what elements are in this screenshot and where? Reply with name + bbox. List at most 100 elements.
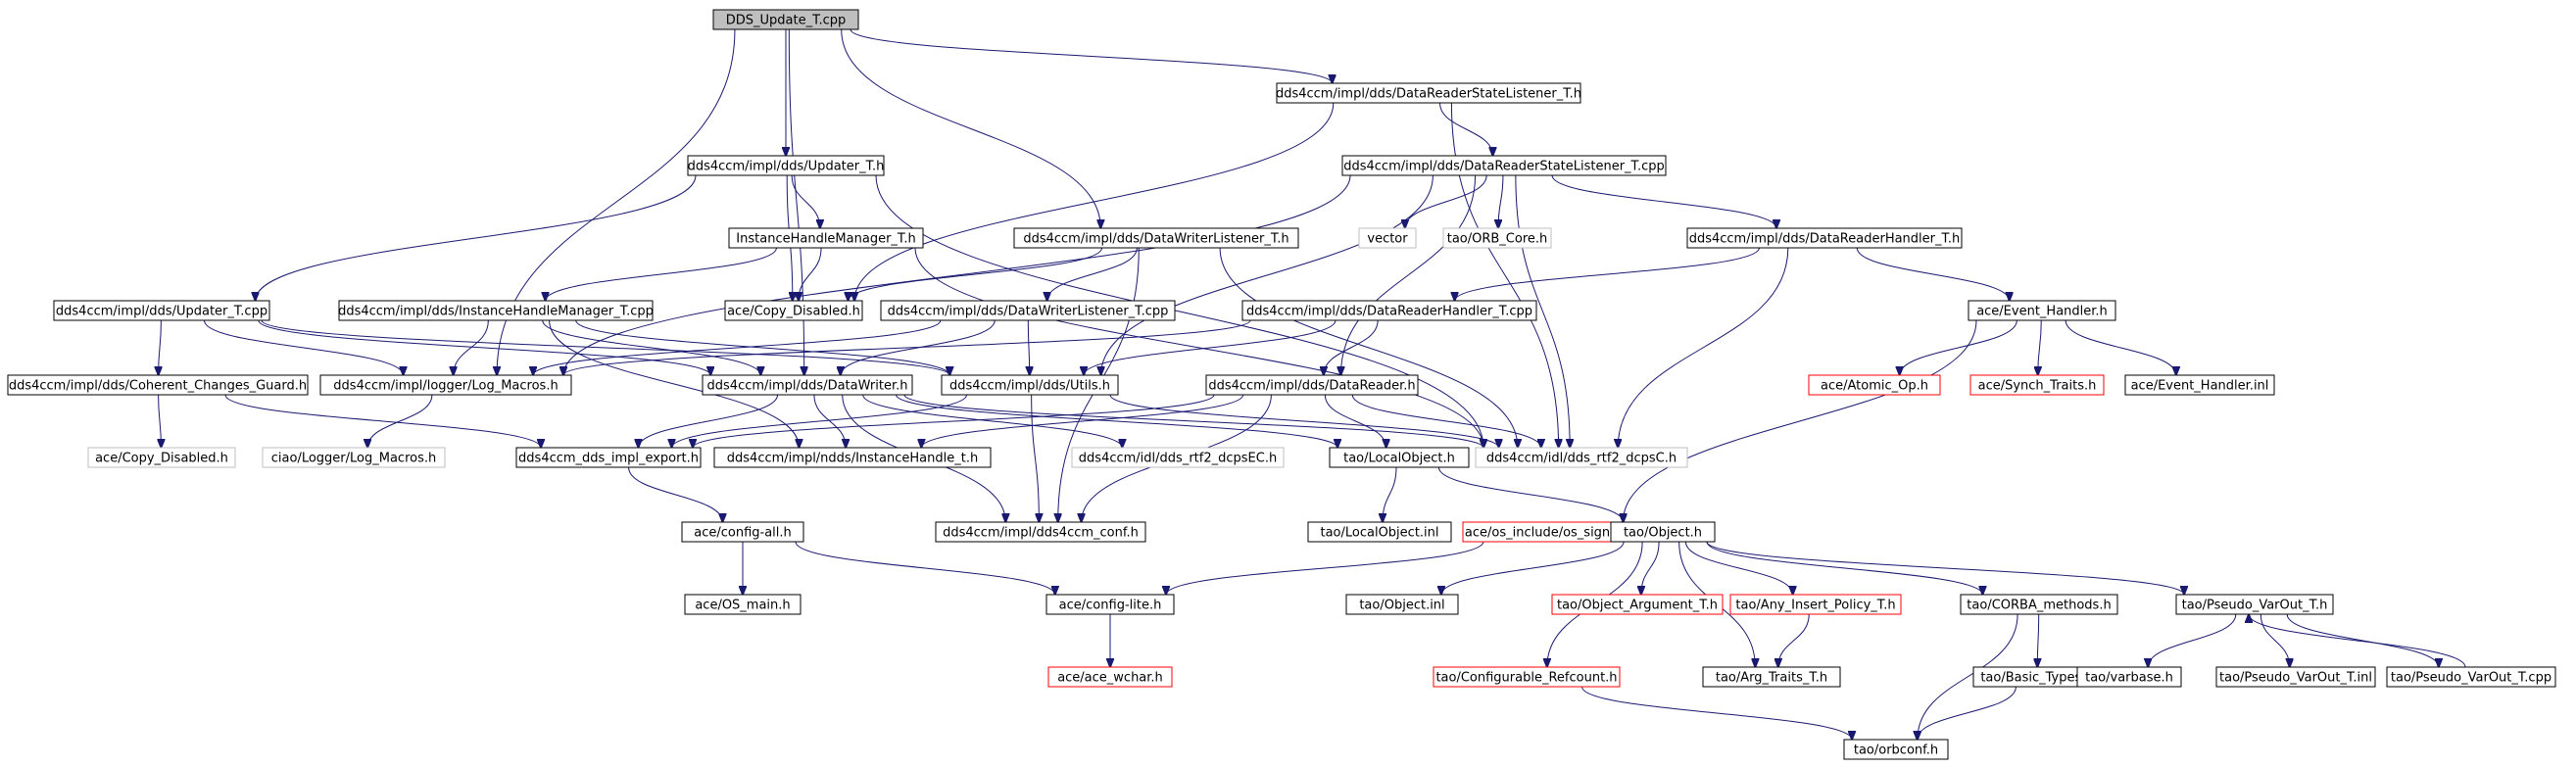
node-label: tao/Object.h	[1624, 526, 1702, 541]
node-label: ace/Copy_Disabled.h	[95, 452, 228, 466]
node-label: ace/Synch_Traits.h	[1978, 379, 2097, 394]
node-drsl_cpp[interactable]: dds4ccm/impl/dds/DataReaderStateListener…	[1341, 155, 1667, 176]
node-event_handler[interactable]: ace/Event_Handler.h	[1968, 300, 2116, 321]
node-drsl_h[interactable]: dds4ccm/impl/dds/DataReaderStateListener…	[1276, 82, 1581, 104]
node-label: dds4ccm/impl/dds/DataWriterListener_T.cp…	[888, 305, 1169, 319]
node-dds4ccm_conf[interactable]: dds4ccm/impl/dds4ccm_conf.h	[935, 521, 1146, 543]
node-instance_handle[interactable]: dds4ccm/impl/ndds/InstanceHandle_t.h	[713, 447, 992, 468]
edge-drh_cpp-to-utils	[1084, 319, 1337, 375]
node-label: dds4ccm/impl/dds/DataReaderStateListener…	[1276, 87, 1581, 102]
edge-configurable_refcount-to-orbconf	[1581, 686, 1852, 740]
edge-tao_object-to-corba_methods	[1706, 541, 1982, 595]
node-label: tao/LocalObject.inl	[1320, 526, 1438, 541]
node-varbase[interactable]: tao/varbase.h	[2076, 666, 2182, 688]
node-ihm_cpp[interactable]: dds4ccm/impl/dds/InstanceHandleManager_T…	[338, 300, 654, 321]
node-pseudo_varout_cpp[interactable]: tao/Pseudo_VarOut_T.cpp	[2386, 666, 2556, 688]
node-configurable_refcount[interactable]: tao/Configurable_Refcount.h	[1433, 666, 1621, 688]
node-label: dds4ccm/idl/dds_rtf2_dcpsEC.h	[1079, 452, 1277, 466]
node-label: tao/Pseudo_VarOut_T.cpp	[2391, 671, 2552, 686]
node-copy_dis2[interactable]: ace/Copy_Disabled.h	[87, 447, 236, 468]
node-label: ciao/Logger/Log_Macros.h	[271, 452, 436, 466]
node-updater_cpp[interactable]: dds4ccm/impl/dds/Updater_T.cpp	[53, 300, 270, 321]
node-atomic_op[interactable]: ace/Atomic_Op.h	[1808, 374, 1941, 396]
node-datawriter[interactable]: dds4ccm/impl/dds/DataWriter.h	[702, 374, 913, 396]
file-nodes: DDS_Update_T.cpp dds4ccm/impl/dds/DataRea…	[7, 9, 2556, 760]
node-box	[2175, 594, 2334, 615]
node-box	[1968, 300, 2116, 321]
node-root[interactable]: DDS_Update_T.cpp	[712, 9, 859, 30]
edge-datareader-to-local_object	[1324, 394, 1385, 448]
node-copy_dis[interactable]: ace/Copy_Disabled.h	[724, 300, 863, 321]
node-updater_h[interactable]: dds4ccm/impl/dds/Updater_T.h	[687, 155, 885, 176]
edge-updater_h-to-updater_cpp	[256, 174, 697, 301]
node-orb_core[interactable]: tao/ORB_Core.h	[1442, 227, 1552, 249]
edge-datawriter-to-instance_handle	[813, 394, 846, 448]
node-utils[interactable]: dds4ccm/impl/dds/Utils.h	[941, 374, 1119, 396]
node-config_lite[interactable]: ace/config-lite.h	[1045, 594, 1175, 615]
node-os_signal[interactable]: ace/os_include/os_signal.h	[1462, 521, 1636, 543]
node-event_handler_inl[interactable]: ace/Event_Handler.inl	[2124, 374, 2275, 396]
edge-datareader-to-instance_handle	[921, 394, 1244, 448]
node-pseudo_varout_h[interactable]: tao/Pseudo_VarOut_T.h	[2175, 594, 2334, 615]
node-box	[1358, 227, 1417, 249]
node-object_inl[interactable]: tao/Object.inl	[1345, 594, 1459, 615]
node-basic_types[interactable]: tao/Basic_Types.h	[1972, 666, 2102, 688]
node-label: ace/config-lite.h	[1059, 599, 1162, 613]
node-ihm_h[interactable]: InstanceHandleManager_T.h	[728, 227, 924, 249]
edge-datareader-to-dcpsC	[1351, 394, 1541, 448]
node-local_object_inl[interactable]: tao/LocalObject.inl	[1307, 521, 1452, 543]
node-box	[7, 374, 309, 396]
node-any_insert[interactable]: tao/Any_Insert_Policy_T.h	[1729, 594, 1902, 615]
edge-dwl_h-to-dcpsC	[1219, 247, 1518, 448]
edge-tao_object-to-pseudo_varout_h	[1706, 541, 2184, 595]
node-box	[2215, 666, 2376, 688]
node-tao_object[interactable]: tao/Object.h	[1610, 521, 1716, 543]
node-orbconf[interactable]: tao/orbconf.h	[1843, 739, 1949, 760]
edge-drh_h-to-dcpsC	[1618, 247, 1789, 448]
node-label: dds4ccm/impl/dds/DataWriterListener_T.h	[1023, 232, 1288, 247]
node-config_all[interactable]: ace/config-all.h	[681, 521, 804, 543]
edge-drh_h-to-drh_cpp	[1455, 247, 1760, 301]
node-box	[1442, 227, 1552, 249]
node-box	[724, 300, 863, 321]
node-label: tao/Object_Argument_T.h	[1557, 599, 1718, 613]
edge-updater_h-to-ihm_h	[791, 174, 820, 228]
node-synch_traits[interactable]: ace/Synch_Traits.h	[1969, 374, 2105, 396]
node-label: dds4ccm/impl/dds/Coherent_Changes_Guard.…	[9, 379, 307, 394]
edge-drsl_cpp-to-drh_h	[1551, 174, 1776, 228]
node-box	[941, 374, 1119, 396]
node-box	[728, 227, 924, 249]
node-box	[702, 374, 913, 396]
node-object_argument[interactable]: tao/Object_Argument_T.h	[1551, 594, 1724, 615]
node-arg_traits[interactable]: tao/Arg_Traits_T.h	[1702, 666, 1841, 688]
node-label: dds4ccm/impl/dds/Updater_T.h	[688, 160, 885, 174]
edge-updater_cpp-to-ccg_h	[159, 319, 162, 375]
node-ciao_log[interactable]: ciao/Logger/Log_Macros.h	[262, 447, 446, 468]
edge-os_signal-to-config_lite	[1166, 541, 1484, 595]
node-local_object[interactable]: tao/LocalObject.h	[1329, 447, 1470, 468]
node-impl_export[interactable]: dds4ccm_dds_impl_export.h	[515, 447, 702, 468]
node-datareader[interactable]: dds4ccm/impl/dds/DataReader.h	[1205, 374, 1419, 396]
edge-root-to-log_macros	[497, 28, 736, 375]
node-dcpsC[interactable]: dds4ccm/idl/dds_rtf2_dcpsC.h	[1475, 447, 1688, 468]
node-box	[338, 300, 654, 321]
node-ccg_h[interactable]: dds4ccm/impl/dds/Coherent_Changes_Guard.…	[7, 374, 309, 396]
node-dwl_cpp[interactable]: dds4ccm/impl/dds/DataWriterListener_T.cp…	[880, 300, 1176, 321]
node-drh_h[interactable]: dds4ccm/impl/dds/DataReaderHandler_T.h	[1686, 227, 1963, 249]
node-dwl_h[interactable]: dds4ccm/impl/dds/DataWriterListener_T.h	[1013, 227, 1299, 249]
edge-dwl_cpp-to-utils	[1028, 319, 1029, 375]
node-label: dds4ccm/impl/dds/Utils.h	[949, 379, 1110, 394]
node-box	[1071, 447, 1285, 468]
node-ace_wchar[interactable]: ace/ace_wchar.h	[1047, 666, 1173, 688]
node-pseudo_varout_inl[interactable]: tao/Pseudo_VarOut_T.inl	[2215, 666, 2376, 688]
node-label: tao/Pseudo_VarOut_T.inl	[2219, 671, 2372, 686]
node-box	[1013, 227, 1299, 249]
node-vector[interactable]: vector	[1358, 227, 1417, 249]
node-box	[687, 155, 885, 176]
edge-ihm_cpp-to-datawriter	[542, 319, 761, 375]
node-log_macros[interactable]: dds4ccm/impl/logger/Log_Macros.h	[319, 374, 572, 396]
node-dcpsEC[interactable]: dds4ccm/idl/dds_rtf2_dcpsEC.h	[1071, 447, 1285, 468]
node-drh_cpp[interactable]: dds4ccm/impl/dds/DataReaderHandler_T.cpp	[1241, 300, 1537, 321]
node-corba_methods[interactable]: tao/CORBA_methods.h	[1960, 594, 2118, 615]
node-os_main[interactable]: ace/OS_main.h	[684, 594, 802, 615]
